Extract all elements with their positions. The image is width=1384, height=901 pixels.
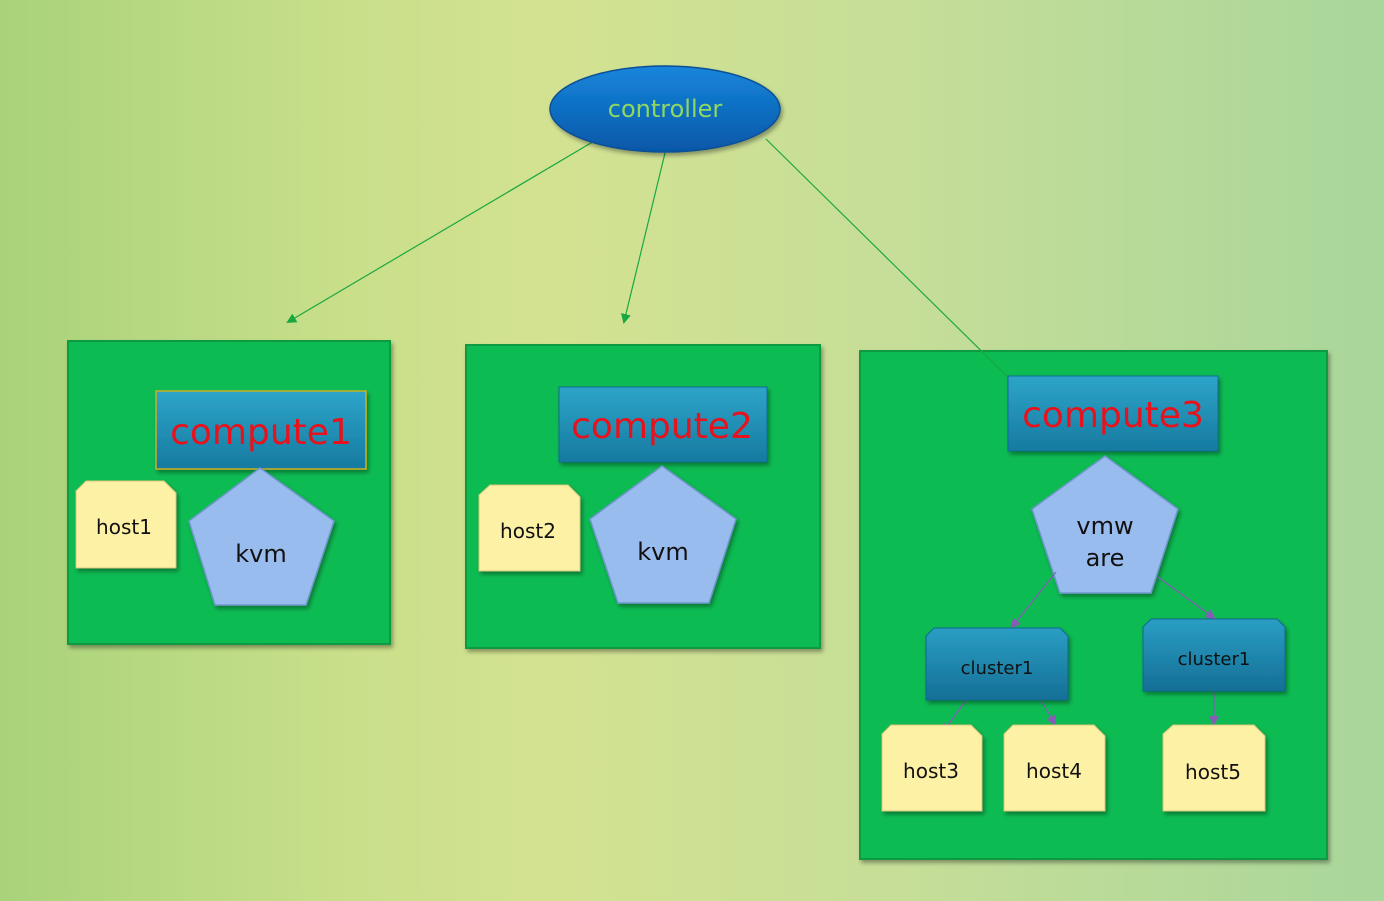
host3-node: host3 bbox=[881, 724, 983, 812]
kvm2-label: kvm bbox=[637, 538, 688, 566]
compute1-label: compute1 bbox=[170, 412, 352, 453]
arrow-vmware-cluster1a bbox=[1010, 571, 1057, 629]
compute3-label: compute3 bbox=[1022, 395, 1204, 436]
kvm1-node: kvm bbox=[188, 467, 335, 606]
cluster1b-label: cluster1 bbox=[1178, 649, 1251, 670]
host4-node: host4 bbox=[1003, 724, 1106, 812]
controller-label: controller bbox=[608, 95, 723, 123]
vmware-node: vmw are bbox=[1031, 455, 1179, 594]
cluster1a-label: cluster1 bbox=[961, 658, 1034, 679]
host5-label: host5 bbox=[1185, 760, 1241, 784]
compute2-label: compute2 bbox=[571, 406, 753, 447]
compute3-header: compute3 bbox=[1007, 375, 1219, 452]
arrow-controller-compute2 bbox=[621, 152, 666, 324]
host1-label: host1 bbox=[96, 515, 152, 539]
cluster1b-node: cluster1 bbox=[1142, 618, 1286, 692]
kvm1-label: kvm bbox=[235, 540, 286, 568]
host2-label: host2 bbox=[500, 519, 556, 543]
kvm2-node: kvm bbox=[589, 465, 737, 604]
arrow-controller-compute3 bbox=[765, 138, 1021, 390]
compute2-header: compute2 bbox=[558, 386, 768, 463]
host5-node: host5 bbox=[1162, 724, 1266, 812]
cluster1a-node: cluster1 bbox=[925, 627, 1069, 701]
arrow-vmware-cluster1b bbox=[1157, 576, 1216, 620]
host1-node: host1 bbox=[75, 480, 177, 569]
controller-node: controller bbox=[549, 65, 781, 153]
host4-label: host4 bbox=[1026, 759, 1082, 783]
compute1-header: compute1 bbox=[155, 390, 367, 470]
arrow-controller-compute1 bbox=[286, 139, 597, 324]
host3-label: host3 bbox=[903, 759, 959, 783]
host2-node: host2 bbox=[478, 484, 581, 572]
vmware-label-line2: are bbox=[1086, 544, 1125, 572]
vmware-label-line1: vmw bbox=[1076, 512, 1133, 540]
